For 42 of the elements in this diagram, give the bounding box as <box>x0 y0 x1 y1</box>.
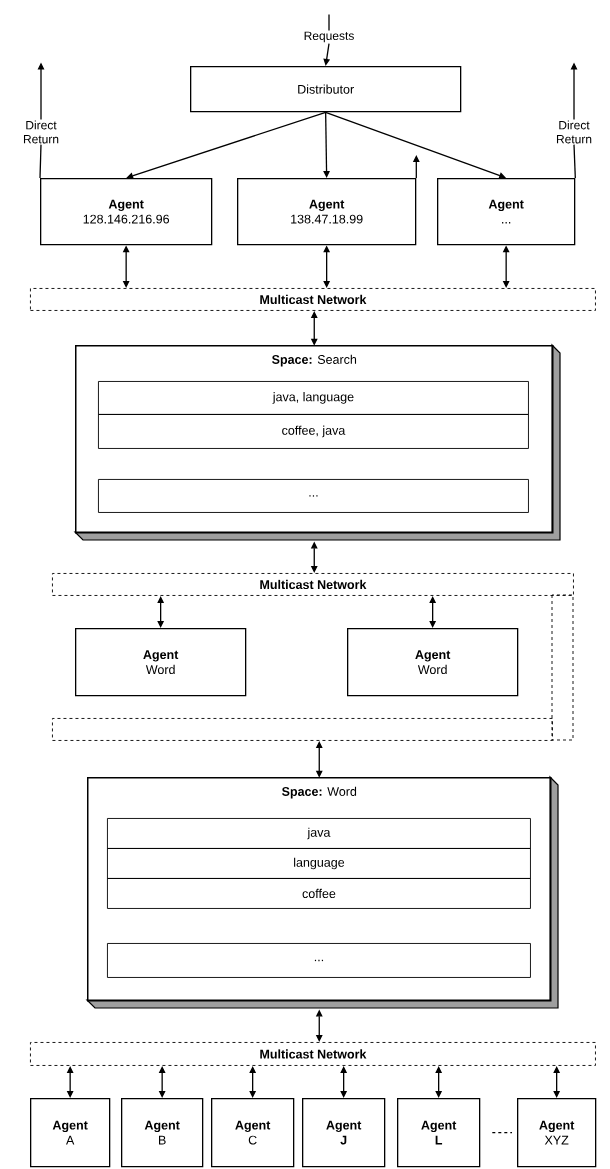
connector-line <box>39 143 42 179</box>
connector-line <box>328 13 330 32</box>
agent-box: Agent C <box>211 1098 295 1168</box>
agent-box: Agent A <box>30 1098 111 1168</box>
network-band: Multicast Network <box>52 573 574 596</box>
arrow <box>340 1066 348 1098</box>
arrow <box>323 42 331 66</box>
connector-line <box>573 143 576 179</box>
arrow <box>323 111 330 178</box>
arrow <box>66 1066 74 1098</box>
agent-box: Agent B <box>121 1098 204 1168</box>
arrow <box>435 1066 443 1098</box>
list-row: ... <box>107 943 531 978</box>
list-row: java, language <box>98 381 529 415</box>
distributor-box: Distributor <box>190 66 462 113</box>
network-band: Multicast Network <box>30 288 596 311</box>
network-band: Multicast Network <box>30 1042 596 1066</box>
text-label: Direct Return <box>24 120 59 144</box>
agent-box: Agent 138.47.18.99 <box>237 178 417 246</box>
list-row: ... <box>98 479 529 513</box>
text-label: Direct Return <box>557 120 592 144</box>
arrow <box>249 1066 257 1098</box>
arrow <box>158 1066 166 1098</box>
agent-box: Agent Word <box>347 628 519 697</box>
list-row: coffee, java <box>98 414 529 449</box>
list-row: coffee <box>107 878 531 909</box>
agent-box: Agent Word <box>75 628 247 697</box>
arrow <box>126 111 327 180</box>
agent-box: Agent XYZ <box>517 1098 597 1168</box>
text-label: Requests <box>304 31 354 43</box>
agent-box: Agent L <box>397 1098 481 1168</box>
list-row: java <box>107 818 531 849</box>
agent-box: Agent J <box>302 1098 386 1168</box>
arrow <box>157 596 165 628</box>
network-band <box>52 718 553 741</box>
arrow <box>412 155 420 179</box>
connector-line <box>491 1132 513 1134</box>
list-row: language <box>107 848 531 879</box>
arrow <box>553 1066 561 1098</box>
arrow <box>429 596 437 628</box>
agent-box: Agent ... <box>437 178 576 246</box>
agent-box: Agent 128.146.216.96 <box>40 178 213 246</box>
